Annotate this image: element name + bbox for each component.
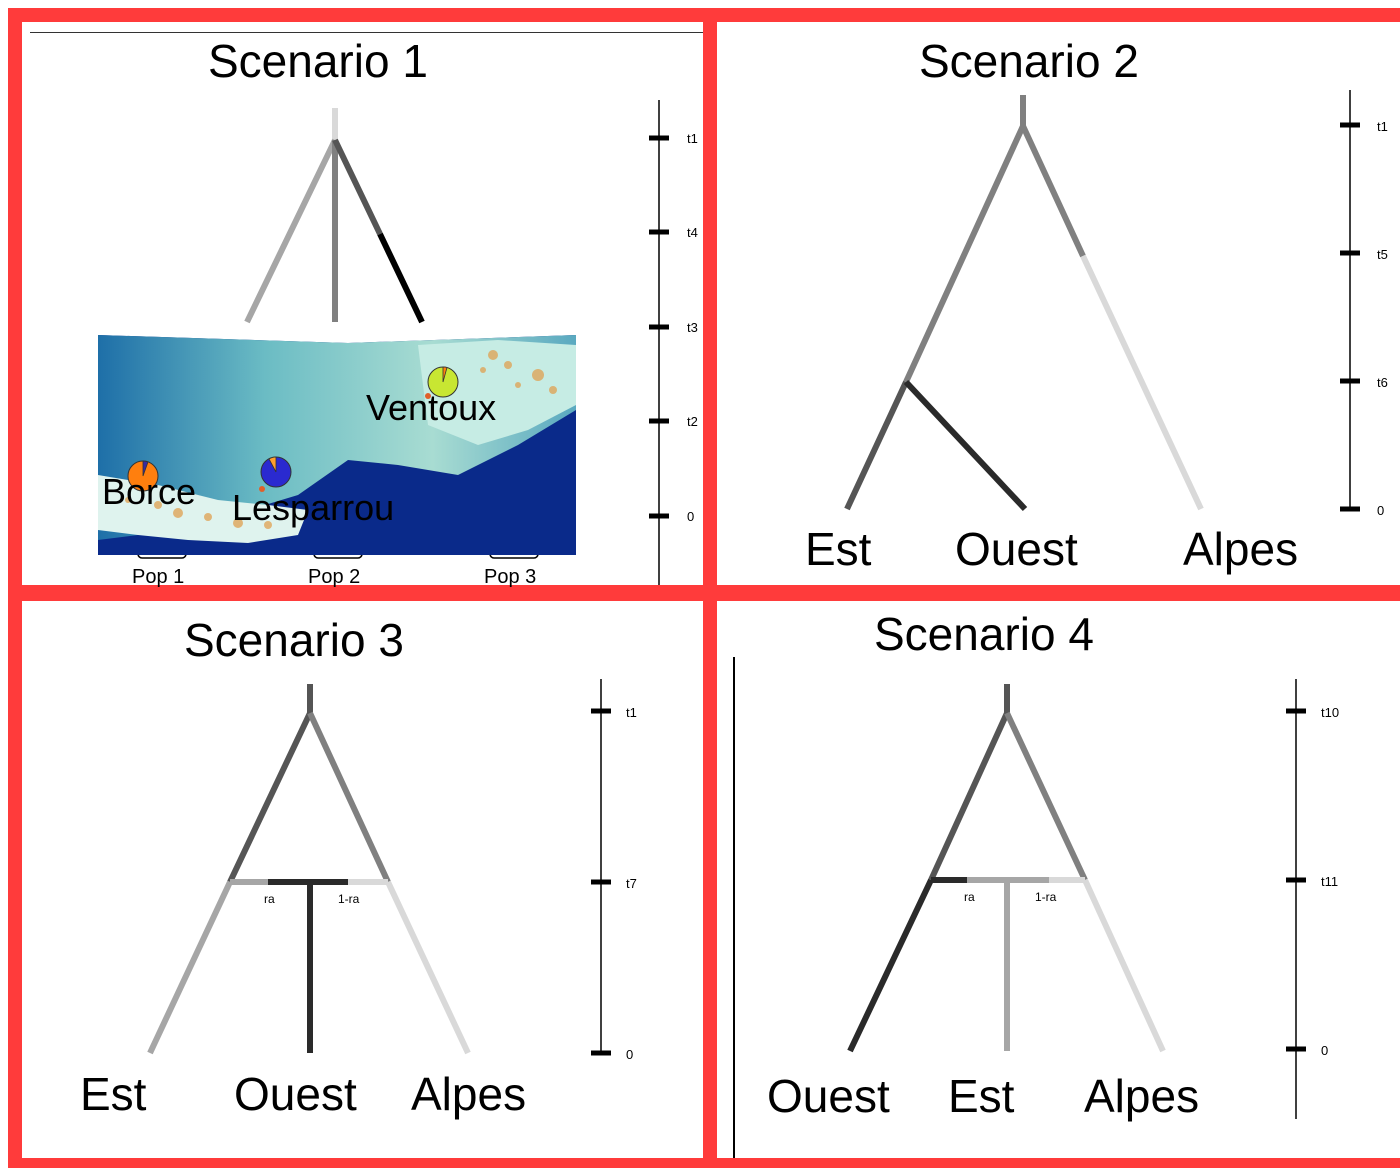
site-label-borce: Borce	[102, 471, 197, 512]
scenario-1-title: Scenario 1	[208, 35, 428, 87]
leaf-label-alpes: Alpes	[1183, 523, 1299, 575]
tick-label: t11	[1321, 874, 1339, 889]
tick-label: t1	[687, 131, 698, 146]
branch-right-upper	[307, 711, 391, 884]
frame-bottom	[8, 1158, 1400, 1168]
site-label-ventoux: Ventoux	[366, 387, 497, 428]
branch-alpes	[1080, 254, 1204, 511]
leaf-label-est: Est	[805, 523, 872, 575]
branch-right-upper	[1004, 711, 1088, 882]
branch-left	[244, 138, 338, 324]
tick-label: t2	[687, 414, 698, 429]
tick-label: t1	[626, 705, 637, 720]
ventoux-dot	[425, 393, 431, 399]
branch-left-upper	[928, 711, 1010, 882]
leaf-label-alpes: Alpes	[1084, 1070, 1200, 1122]
pop-3-label: Pop 3	[484, 566, 537, 588]
tick-label: t3	[687, 320, 698, 335]
leaf-label-ouest: Ouest	[234, 1068, 357, 1120]
branch-alpes	[385, 880, 471, 1055]
frame-middle-horizontal	[8, 585, 1400, 601]
tick-label: t5	[1377, 247, 1388, 262]
pop-2-label: Pop 2	[308, 566, 361, 588]
branch-ouest	[847, 878, 934, 1053]
leaf-label-ouest: Ouest	[767, 1070, 890, 1122]
scenario-1-panel: Scenario 1 t1 t4 t3 t2 0 Pop 1 Pop 2 Pop…	[22, 22, 703, 588]
scenario-3-tree	[147, 679, 611, 1056]
pop-1-label: Pop 1	[132, 566, 185, 588]
lesparrou-dot	[259, 486, 265, 492]
branch-alpes	[1082, 878, 1166, 1053]
tick-label: 0	[1377, 503, 1385, 518]
relief-map-image	[98, 335, 576, 555]
tick-label: 0	[1321, 1043, 1329, 1058]
top-rule	[30, 32, 703, 33]
relief-map: Ventoux Borce Lesparrou	[98, 335, 576, 555]
tick-label: t7	[626, 876, 637, 891]
leaf-label-alpes: Alpes	[411, 1068, 527, 1120]
branch-right-upper	[1020, 124, 1086, 258]
tick-label: t6	[1377, 375, 1388, 390]
scenario-4-panel: Scenario 4 ra 1-ra t10 t11 0 Ouest Est A…	[717, 601, 1400, 1158]
tick-label: t10	[1321, 705, 1340, 720]
admix-label-1-ra: 1-ra	[338, 892, 360, 906]
scenario-4-tree	[847, 679, 1306, 1119]
scenario-4-title: Scenario 4	[874, 608, 1094, 660]
scenario-2-panel: Scenario 2 t1 t5 t6 0 Est Ouest Alpes	[717, 22, 1400, 585]
branch-est	[147, 880, 233, 1055]
lesparrou-pie-slice	[268, 456, 277, 473]
leaf-label-ouest: Ouest	[955, 523, 1078, 575]
branch-right-lower	[377, 232, 425, 324]
tick-label: t4	[687, 225, 698, 240]
leaf-label-est: Est	[80, 1068, 147, 1120]
admix-label-1-ra: 1-ra	[1035, 890, 1057, 904]
scenario-3-panel: Scenario 3 ra 1-ra t1 t7 0 Est Ouest Alp…	[22, 601, 703, 1158]
site-label-lesparrou: Lesparrou	[232, 487, 395, 528]
tick-label: 0	[687, 509, 695, 524]
scenario-2-title: Scenario 2	[919, 35, 1139, 87]
tick-label: t1	[1377, 119, 1388, 134]
branch-ouest	[903, 379, 1028, 512]
admix-label-ra: ra	[964, 890, 975, 904]
branch-est	[844, 380, 909, 511]
left-rule	[733, 657, 735, 1158]
ventoux-pie-slice	[442, 366, 448, 383]
borce-pie-slice	[142, 460, 149, 477]
scenario-3-title: Scenario 3	[184, 614, 404, 666]
tick-label: 0	[626, 1047, 634, 1062]
branch-right-upper	[332, 138, 383, 236]
scenario-2-tree	[844, 90, 1360, 512]
leaf-label-est: Est	[948, 1070, 1015, 1122]
branch-left-upper	[903, 124, 1026, 384]
admix-label-ra: ra	[264, 892, 275, 906]
branch-left-upper	[227, 711, 313, 884]
